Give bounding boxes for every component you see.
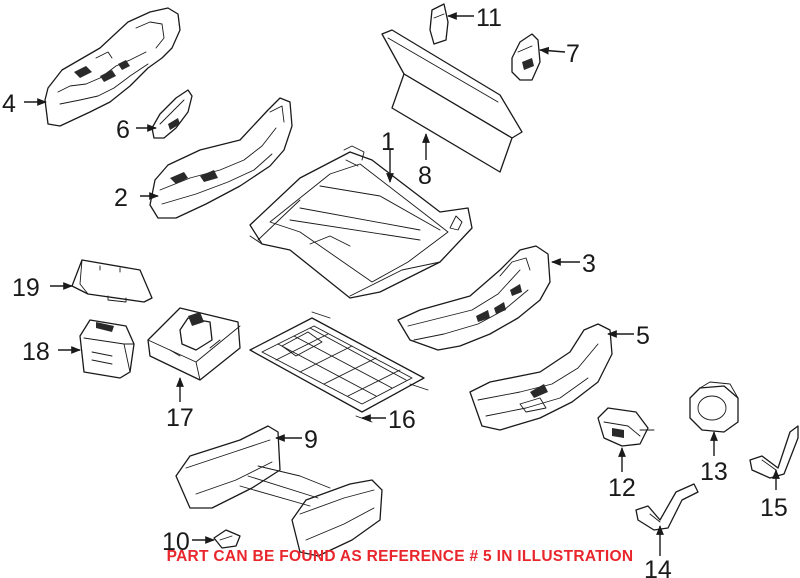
part-2-lower-side-panel <box>149 97 293 219</box>
callout-4: 4 <box>2 90 16 118</box>
part-6-trim-piece <box>151 89 193 139</box>
part-16-support-mat <box>249 311 429 423</box>
callout-8: 8 <box>418 162 432 190</box>
callout-12: 12 <box>608 474 636 502</box>
part-4-seat-side-panel <box>44 7 181 127</box>
callout-5: 5 <box>636 322 650 350</box>
part-18-switch-block <box>79 319 135 379</box>
part-3-side-shield <box>397 245 551 351</box>
callout-9: 9 <box>304 426 318 454</box>
part-15-bracket <box>749 425 799 479</box>
leader-7 <box>539 46 566 55</box>
callout-labels: 1 2 3 4 5 6 7 8 9 10 11 12 13 14 15 16 1… <box>2 4 788 578</box>
callout-19: 19 <box>12 274 40 302</box>
callout-1: 1 <box>381 128 395 156</box>
part-13-motor <box>689 381 739 433</box>
part-14-bracket <box>635 483 699 531</box>
leader-lines <box>24 12 780 556</box>
reference-notice: PART CAN BE FOUND AS REFERENCE # 5 IN IL… <box>166 548 634 565</box>
part-1-seat-frame <box>249 145 473 299</box>
part-8-back-panel <box>381 29 523 173</box>
callout-10: 10 <box>162 528 190 556</box>
callout-11: 11 <box>476 4 502 32</box>
part-7-bracket <box>511 33 541 81</box>
callout-16: 16 <box>388 406 416 434</box>
callout-7: 7 <box>566 40 580 68</box>
callout-15: 15 <box>760 494 788 522</box>
part-19-control-module <box>71 259 153 303</box>
callout-18: 18 <box>22 338 50 366</box>
part-12-motor-bracket <box>597 407 655 447</box>
callout-13: 13 <box>700 458 728 486</box>
callout-14: 14 <box>644 556 672 578</box>
callout-2: 2 <box>114 184 128 212</box>
part-17-switch-assembly <box>147 307 241 381</box>
callout-17: 17 <box>166 404 194 432</box>
part-5-lower-side-shield <box>469 323 613 431</box>
part-9-lower-frame <box>175 425 383 557</box>
callout-3: 3 <box>582 250 596 278</box>
part-10-clip <box>213 529 241 549</box>
callout-6: 6 <box>116 116 130 144</box>
part-11-clip <box>429 3 449 45</box>
